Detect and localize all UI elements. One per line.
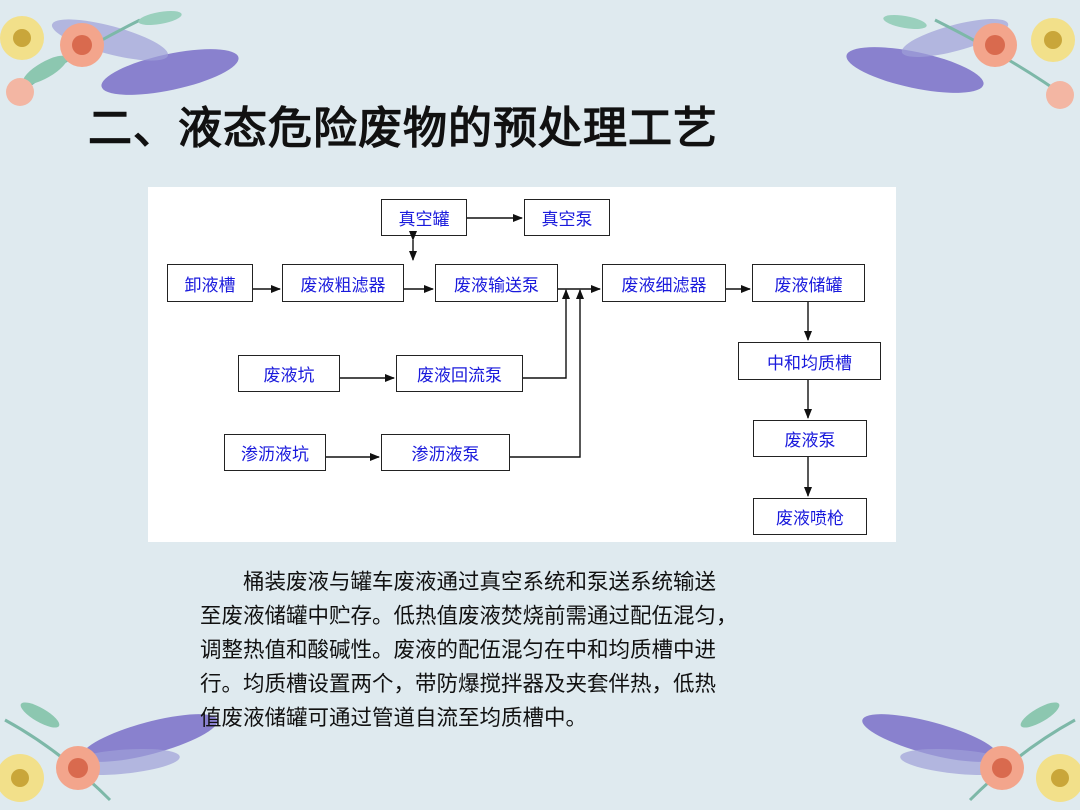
paragraph-line: 行。均质槽设置两个，带防爆搅拌器及夹套伴热，低热 xyxy=(200,672,717,697)
paragraph-line: 调整热值和酸碱性。废液的配伍混匀在中和均质槽中进 xyxy=(200,638,717,663)
node-waste-pump: 废液泵 xyxy=(753,420,867,457)
node-transfer-pump: 废液输送泵 xyxy=(435,264,558,302)
floral-decoration-top-right xyxy=(846,14,1075,109)
slide-title: 二、液态危险废物的预处理工艺 xyxy=(88,103,718,154)
floral-decoration-top-left xyxy=(0,10,239,106)
description-paragraph: 桶装废液与罐车废液通过真空系统和泵送系统输送 至废液储罐中贮存。低热值废液焚烧前… xyxy=(200,566,860,736)
floral-decoration-bottom-left xyxy=(0,702,218,802)
node-leachate-pit: 渗沥液坑 xyxy=(224,434,326,471)
node-spray-gun: 废液喷枪 xyxy=(753,498,867,535)
node-waste-pit: 废液坑 xyxy=(238,355,340,392)
floral-decoration-bottom-right xyxy=(862,702,1080,802)
node-coarse-filter: 废液粗滤器 xyxy=(282,264,404,302)
node-storage-tank: 废液储罐 xyxy=(752,264,865,302)
node-unloading-tank: 卸液槽 xyxy=(167,264,253,302)
paragraph-line: 值废液储罐可通过管道自流至均质槽中。 xyxy=(200,706,588,731)
node-vacuum-pump: 真空泵 xyxy=(524,199,610,236)
node-vacuum-tank: 真空罐 xyxy=(381,199,467,236)
node-fine-filter: 废液细滤器 xyxy=(602,264,726,302)
paragraph-line: 至废液储罐中贮存。低热值废液焚烧前需通过配伍混匀， xyxy=(200,604,738,629)
paragraph-line: 桶装废液与罐车废液通过真空系统和泵送系统输送 xyxy=(243,570,717,595)
node-leachate-pump: 渗沥液泵 xyxy=(381,434,510,471)
node-neutral-tank: 中和均质槽 xyxy=(738,342,881,380)
node-return-pump: 废液回流泵 xyxy=(396,355,523,392)
